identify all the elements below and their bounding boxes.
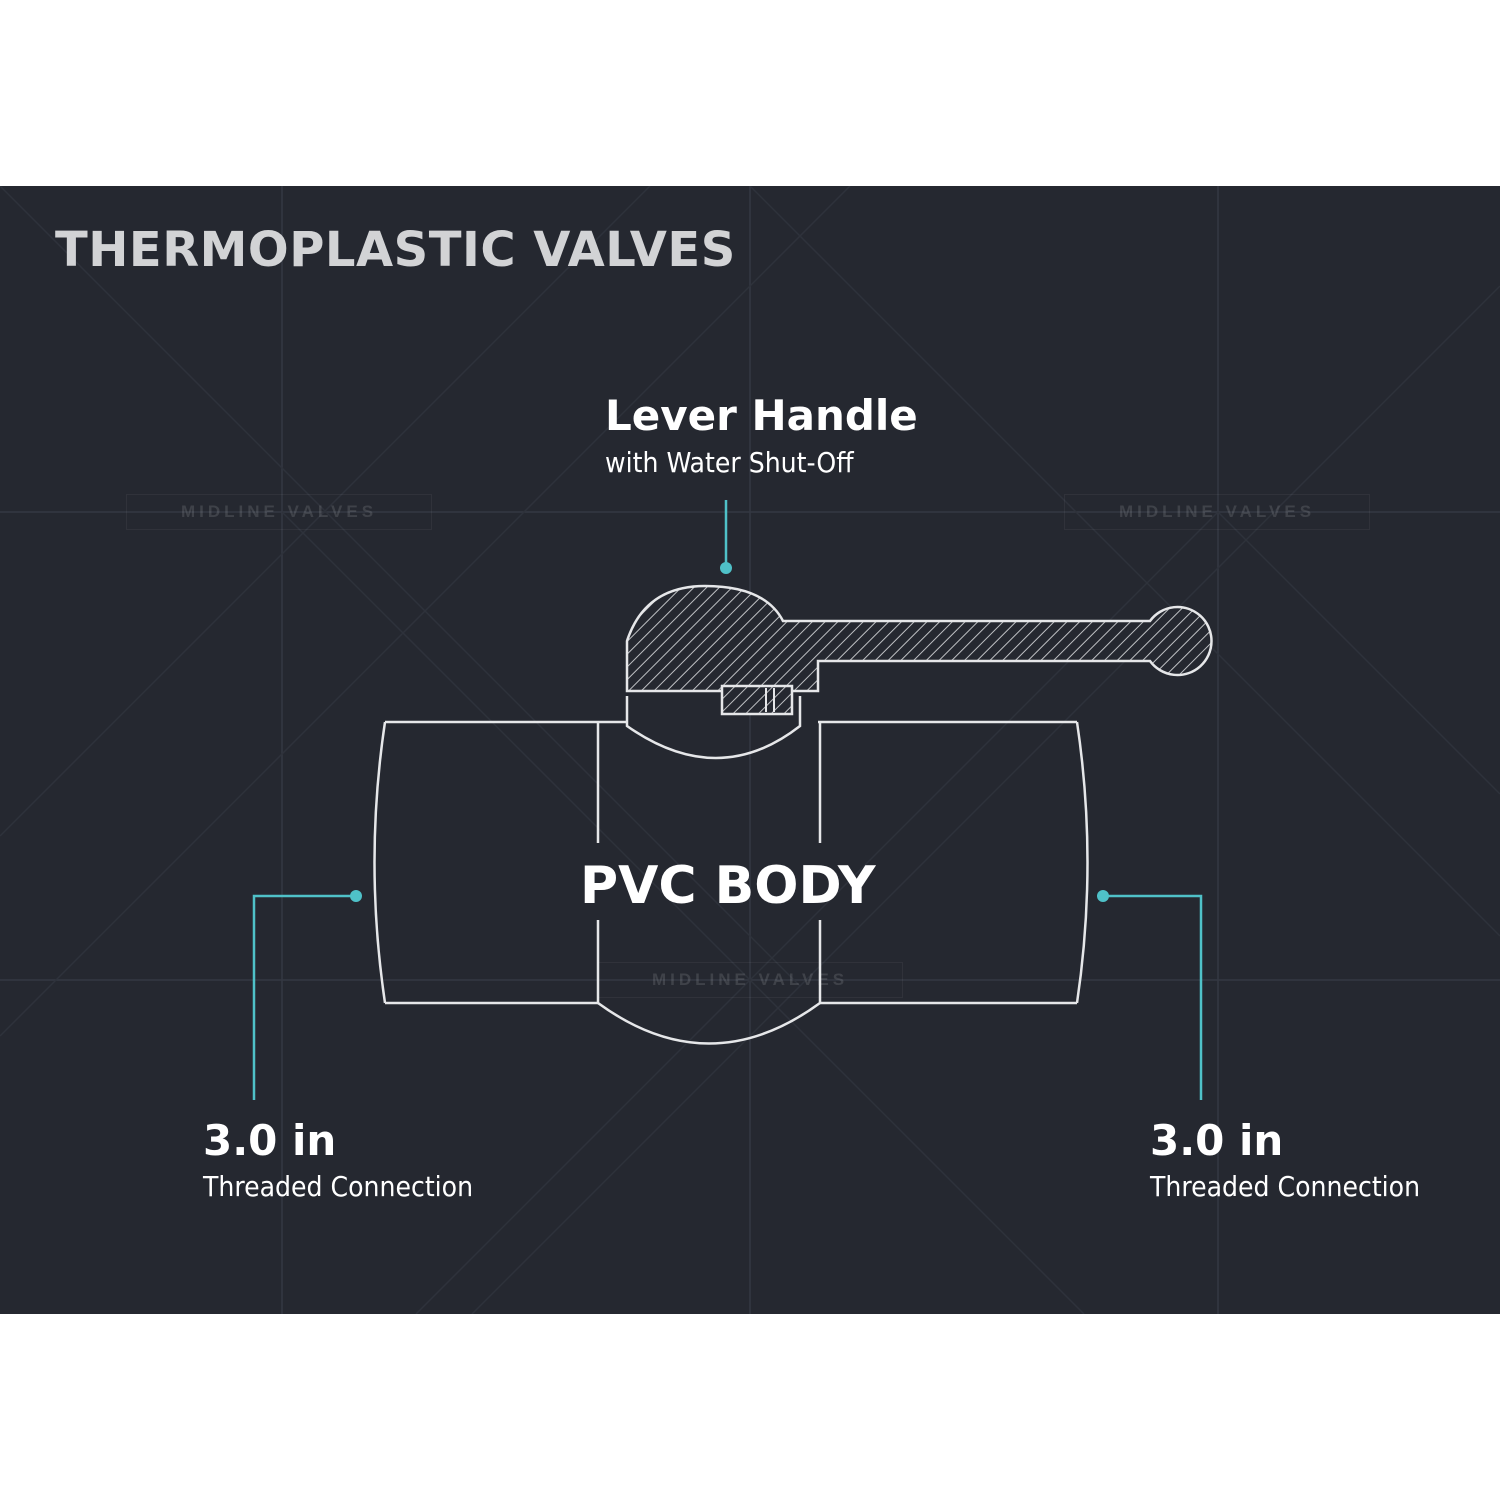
background-grid [0,186,1500,1314]
lower-bulge [597,1001,821,1045]
diagram-panel: MIDLINE VALVES MIDLINE VALVES MIDLINE VA… [0,186,1500,1314]
lever-handle [625,584,1213,693]
handle-label: Lever Handle [605,391,918,440]
left-connection-description: Threaded Connection [203,1170,474,1203]
right-connection-description: Threaded Connection [1150,1170,1421,1203]
left-callout-dot [350,890,362,902]
watermark-right: MIDLINE VALVES [1064,494,1370,530]
body-label: PVC BODY [580,856,876,916]
valve-diagram [252,500,1213,1100]
right-callout-line [1103,894,1203,1100]
left-end-cap [373,721,387,1004]
right-connection-size: 3.0 in [1150,1116,1284,1165]
left-callout-line [252,894,356,1100]
stem-nut [720,684,794,716]
page-title: THERMOPLASTIC VALVES [55,222,736,278]
handle-sublabel: with Water Shut-Off [605,446,854,479]
bonnet [625,696,802,760]
right-end-cap [1075,721,1089,1004]
watermark-left: MIDLINE VALVES [126,494,432,530]
handle-callout-dot [720,562,732,574]
left-connection-size: 3.0 in [203,1116,337,1165]
right-callout-dot [1097,890,1109,902]
